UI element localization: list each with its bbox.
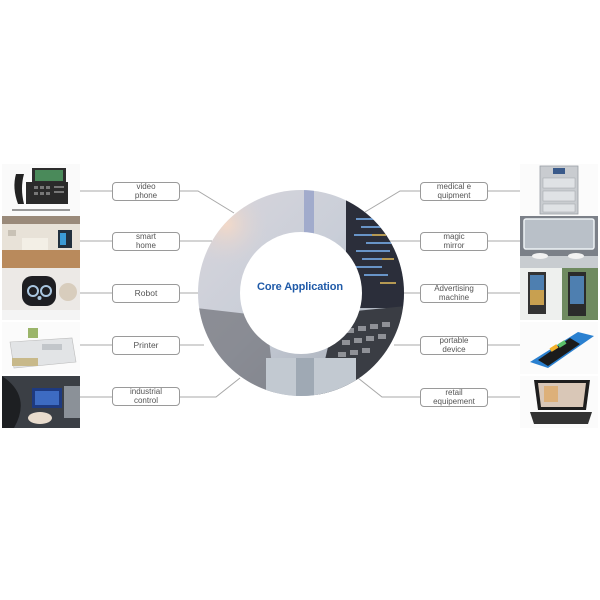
advertising-kiosk-image (520, 268, 598, 320)
pos-handheld-image (520, 322, 598, 374)
label-robot: Robot (112, 284, 180, 303)
smart-home-image (2, 216, 80, 268)
label-printer: Printer (112, 336, 180, 355)
video-phone-image (2, 164, 80, 216)
core-ring-image (198, 190, 404, 396)
printer-image (2, 322, 80, 374)
robot-image (2, 268, 80, 320)
bathroom-mirror-image (520, 216, 598, 268)
car-dashboard-image (2, 376, 80, 428)
core-application-title: Core Application (257, 281, 343, 293)
pos-terminal-image (520, 376, 598, 428)
medical-cabinet-image (520, 164, 598, 216)
